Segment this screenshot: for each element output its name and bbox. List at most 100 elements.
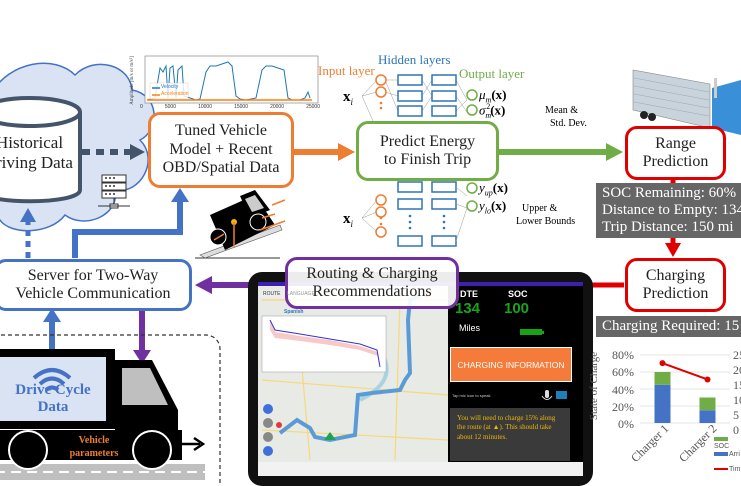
language-selection[interactable]: Spanish <box>284 309 304 315</box>
mail-icon[interactable] <box>556 391 567 399</box>
server-line2: Vehicle Communication <box>15 285 171 302</box>
tuned-line2: Model + Recent <box>169 140 273 158</box>
input-layer-label: Input layer <box>318 63 375 78</box>
params-line1: Vehicle <box>78 435 110 446</box>
range-line1: Range <box>655 134 696 152</box>
dte-value: 134 <box>455 300 481 317</box>
tuned-line1: Tuned Vehicle <box>175 122 267 140</box>
y2tick: 10 <box>733 393 741 407</box>
bounds-label-line2: Lower Bounds <box>516 216 576 227</box>
server-rack-icon <box>98 174 130 209</box>
predict-line2: to Finish Trip <box>383 151 472 168</box>
xtick: 15000 <box>234 104 248 110</box>
tab-route[interactable]: ROUTE <box>260 290 284 298</box>
velocity-ylabel: Amplitude [m/s or m/s²] <box>129 56 135 105</box>
charging-message: You will need to charge 15% along the ro… <box>450 408 570 461</box>
ytick: 40% <box>612 382 634 397</box>
charging-prediction-node: Charging Prediction <box>625 258 726 312</box>
params-line2: parameters <box>69 448 119 459</box>
neural-net-top <box>361 79 468 131</box>
historical-line1: Historical <box>0 133 64 152</box>
bounds-label: Upper & Lower Bounds <box>516 202 575 228</box>
tuned-line3: OBD/Spatial Data <box>162 159 280 177</box>
legend-velocity: Velocity <box>161 84 179 90</box>
neural-net-bottom <box>361 186 468 242</box>
charging-line1: Charging <box>645 266 706 284</box>
hidden-layers-label: Hidden layers <box>378 52 451 67</box>
output-sigma: σm2(x) <box>479 102 506 120</box>
predict-line1: Predict Energy <box>379 132 476 150</box>
velocity-xticks: 0 5000 10000 15000 20000 25000 <box>140 104 320 110</box>
mic-hint: Tap mic icon to speak <box>452 393 491 398</box>
range-info-panel: SOC Remaining: 60% Distance to Empty: 13… <box>596 183 741 238</box>
wifi-icon <box>32 368 72 392</box>
xtick: 25000 <box>306 104 320 110</box>
battery-fill <box>520 329 542 335</box>
charging-required-bar: Charging Required: 15 <box>596 316 741 337</box>
tab-language[interactable]: LANGUAGE <box>287 291 315 297</box>
ytick: 20% <box>612 399 634 414</box>
origin-marker <box>276 422 282 428</box>
tuned-vehicle-model-node: Tuned Vehicle Model + Recent OBD/Spatial… <box>148 112 294 188</box>
predict-energy-node: Predict Energy to Finish Trip <box>356 121 499 181</box>
output-y-up: yup(x) <box>479 180 508 198</box>
charging-line2: Prediction <box>642 285 709 302</box>
dte-unit: Miles <box>459 323 481 333</box>
legend-acceleration: Acceleration <box>161 91 189 97</box>
soc-inset-plot <box>261 315 387 373</box>
dte-label: DTE <box>460 289 478 299</box>
y2tick: 0 <box>733 423 739 437</box>
mean-std-label: Mean & Std. Dev. <box>545 105 587 130</box>
input-xi-top: xi <box>343 89 354 107</box>
database-icon <box>0 96 82 204</box>
bounds-label-line1: Upper & <box>522 203 558 214</box>
legend-time: Tim <box>714 466 740 473</box>
arrow-server-to-model <box>72 200 183 258</box>
vehicle-parameters-label: Vehicle parameters <box>48 434 140 460</box>
routing-recommendations-node: Routing & Charging Recommendations <box>285 257 459 309</box>
xtick: 20000 <box>270 104 284 110</box>
soc-label: SOC <box>508 289 528 299</box>
y2tick: 5 <box>733 408 739 422</box>
historical-line2: riving Data <box>0 153 73 173</box>
trip-distance: Trip Distance: 150 mi <box>602 219 734 235</box>
truck-icon <box>0 349 206 470</box>
chart-yticks: 80% 60% 40% 20% 0% <box>604 348 634 432</box>
routing-line2: Recommendations <box>312 283 432 300</box>
server-node: Server for Two-Way Vehicle Communication <box>0 259 192 311</box>
server-line1: Server for Two-Way <box>27 266 159 284</box>
input-xi-bottom: xi <box>343 211 354 229</box>
mean-label-line2: Std. Dev. <box>550 117 587 129</box>
output-mu: μm(x) <box>479 87 507 105</box>
xtick: 10000 <box>198 104 212 110</box>
output-y-lo: ylo(x) <box>479 198 507 216</box>
mic-icon[interactable] <box>541 390 553 400</box>
drive-cycle-line2: Data <box>37 398 69 415</box>
xtick: 5000 <box>164 104 176 110</box>
xtick: 0 <box>140 104 143 110</box>
mean-label-line1: Mean & <box>545 105 579 116</box>
range-prediction-node: Range Prediction <box>625 126 726 180</box>
ytick: 60% <box>612 365 634 380</box>
velocity-plot <box>144 55 319 104</box>
velocity-series <box>146 61 311 101</box>
chart-ylabel: State of Charge <box>588 351 601 421</box>
semi-truck-image <box>632 69 741 135</box>
range-line2: Prediction <box>642 153 709 170</box>
y2tick: 15 <box>733 378 741 392</box>
soc-remaining: SOC Remaining: 60% <box>602 185 737 201</box>
soc-value: 100 <box>504 300 530 317</box>
ytick: 80% <box>612 348 634 362</box>
vehicle-container <box>0 334 221 486</box>
distance-to-empty: Distance to Empty: 134 <box>602 202 741 218</box>
drive-cycle-label: Drive Cycle Data <box>0 382 106 415</box>
map-controls[interactable] <box>263 404 273 456</box>
routing-line1: Routing & Charging <box>306 264 438 282</box>
historical-data-label: Historical riving Data <box>0 133 73 174</box>
ytick: 0% <box>618 417 634 431</box>
y2tick: 25 <box>733 348 741 362</box>
charging-information-button[interactable]: CHARGING INFORMATION <box>450 347 572 382</box>
legend-arrival: Arri <box>714 451 740 458</box>
chart-y2ticks: 25 20 15 10 5 0 <box>733 348 741 437</box>
y2tick: 20 <box>733 363 741 377</box>
